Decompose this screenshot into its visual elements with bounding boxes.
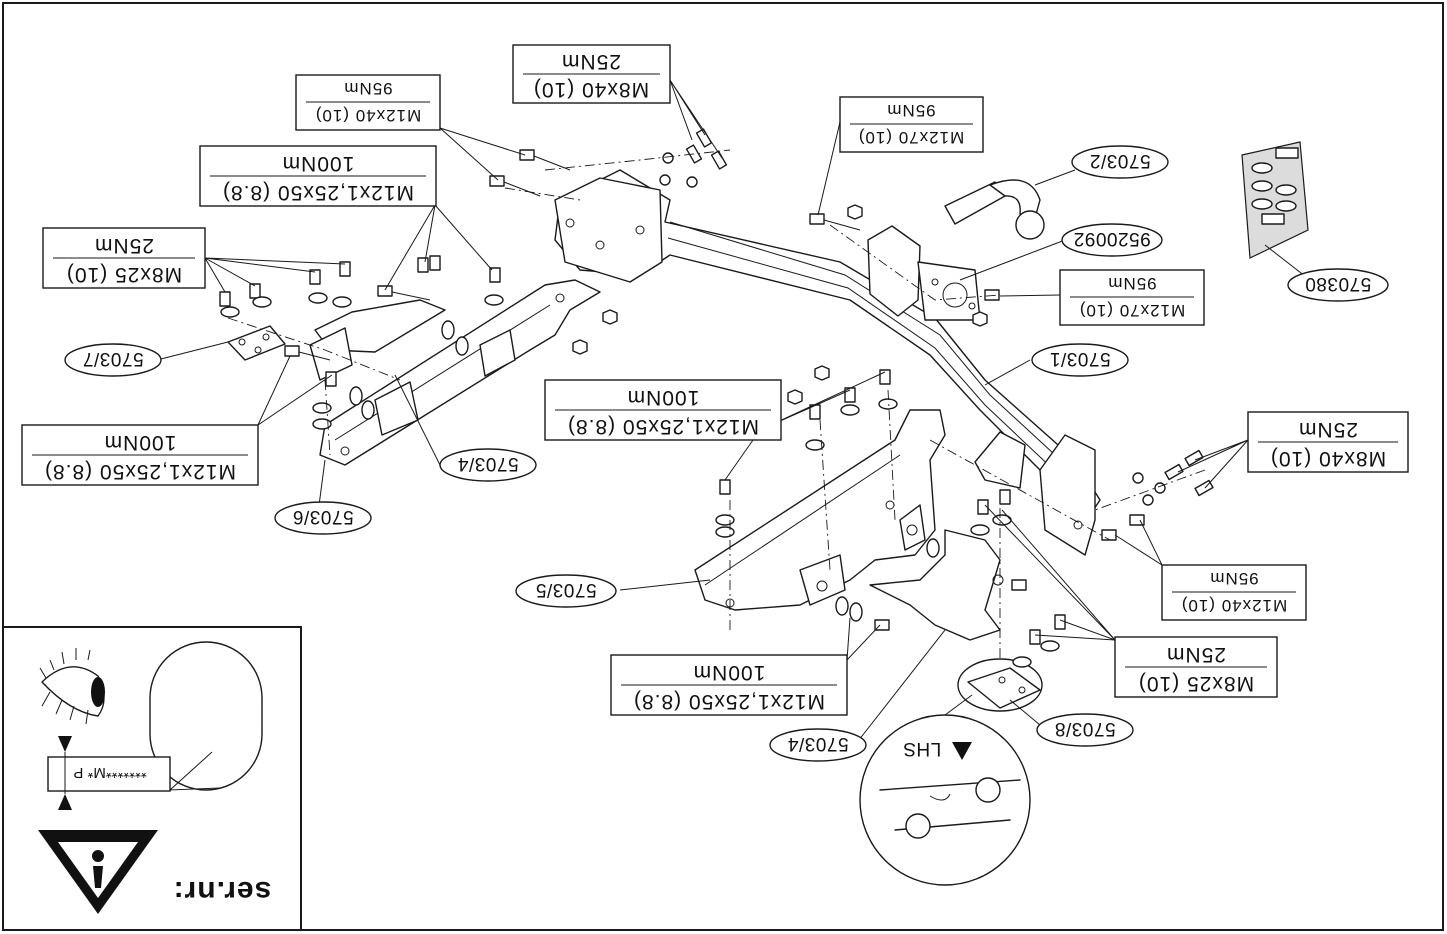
- spec-label-m12x125-left: M12x1,25x50 (8.8) 100Nm: [199, 145, 437, 207]
- spec-m12x70-right-line1: M12x70 (10): [1079, 301, 1185, 320]
- bracket-5703-4-bottom: [869, 529, 1004, 641]
- part-tag-5703-2: 5703/2: [1071, 145, 1169, 179]
- part-tag-5703-4-bottom: 5703/4: [769, 728, 867, 762]
- part-tag-5703-4-left: 5703/4: [439, 448, 537, 482]
- spec-label-m12x40-right: M12x40 (10) 95Nm: [1161, 564, 1307, 621]
- spec-m8x40-right-line2: 25Nm: [1298, 418, 1358, 441]
- spec-m12x125-center-line1: M12x1,25x50 (8.8): [567, 415, 759, 438]
- serial-plate-value: *******M* P: [73, 764, 146, 781]
- spec-label-m12x125-center: M12x1,25x50 (8.8) 100Nm: [544, 379, 782, 441]
- part-tag-5703-7: 5703/7: [64, 343, 162, 377]
- part-tag-5703-1: 5703/1: [1031, 343, 1129, 377]
- lhs-detail-label: LHS: [903, 738, 941, 759]
- spec-m8x25-left-line1: M8x25 (10): [66, 263, 182, 286]
- plate-5703-7: [227, 325, 286, 361]
- spec-m12x125-left-line1: M12x1,25x50 (8.8): [222, 181, 414, 204]
- spec-m8x25-right-line1: M8x25 (10): [1138, 672, 1254, 695]
- tag-5703-4-bottom-text: 5703/4: [787, 733, 848, 754]
- spec-m12x40-right-line2: 95Nm: [1209, 569, 1258, 588]
- bracket-5703-4-left: [309, 299, 446, 381]
- serial-number-text: ser.nr:: [173, 875, 272, 908]
- spec-m12x125-lowleft-line2: 100Nm: [104, 431, 177, 454]
- tag-5703-2-text: 5703/2: [1089, 150, 1150, 171]
- part-tag-5703-5: 5703/5: [515, 574, 617, 608]
- tag-9520092-text: 9520092: [1073, 228, 1150, 249]
- tag-5703-1-text: 5703/1: [1049, 348, 1110, 369]
- spec-label-m8x25-left: M8x25 (10) 25Nm: [42, 227, 206, 289]
- spec-m12x40-top-line2: 95Nm: [343, 79, 392, 98]
- spec-m8x40-top-line2: 25Nm: [561, 50, 621, 73]
- tag-5703-4-left-text: 5703/4: [457, 453, 518, 474]
- spec-m12x40-right-line1: M12x40 (10): [1181, 596, 1287, 615]
- spec-m12x125-bottom-line1: M12x1,25x50 (8.8): [633, 690, 825, 713]
- towball-5703-2: [944, 179, 1045, 240]
- tag-5703-6-text: 5703/6: [292, 506, 353, 527]
- eye-icon: [39, 648, 105, 725]
- spec-m12x125-bottom-line2: 100Nm: [693, 661, 766, 684]
- speech-bubble: [149, 641, 263, 791]
- bracket-570380: [1241, 141, 1309, 259]
- spec-label-m12x40-top: M12x40 (10) 95Nm: [295, 74, 441, 131]
- spec-m12x125-lowleft-line1: M12x1,25x50 (8.8): [44, 460, 236, 483]
- tag-5703-8-text: 5703/8: [1054, 718, 1115, 739]
- spec-m12x70-right-line2: 95Nm: [1107, 274, 1156, 293]
- fasteners: [219, 128, 1214, 668]
- spec-m12x70-top-line2: 95Nm: [886, 101, 935, 120]
- assembly-axis-lines: [227, 149, 1206, 660]
- spec-label-m8x40-right: M8x40 (10) 25Nm: [1247, 411, 1409, 473]
- spec-m8x40-top-line1: M8x40 (10): [533, 78, 649, 101]
- spec-label-m12x70-right: M12x70 (10) 95Nm: [1059, 269, 1205, 326]
- tag-5703-5-text: 5703/5: [535, 579, 596, 600]
- part-tag-9520092: 9520092: [1061, 223, 1163, 257]
- spec-label-m8x40-top: M8x40 (10) 25Nm: [512, 44, 671, 104]
- spec-m12x70-top-line1: M12x70 (10): [858, 128, 964, 147]
- info-warning-icon: [38, 830, 158, 914]
- spec-label-m12x125-bottom: M12x1,25x50 (8.8) 100Nm: [610, 654, 848, 716]
- legend-box: [2, 626, 302, 931]
- spec-label-m8x25-right: M8x25 (10) 25Nm: [1114, 636, 1278, 698]
- main-crossbar-5703-1: [554, 169, 1101, 556]
- part-tag-570380: 570380: [1287, 268, 1389, 302]
- part-tag-5703-8: 5703/8: [1036, 713, 1134, 747]
- spec-m12x125-left-line2: 100Nm: [282, 152, 355, 175]
- spec-m12x40-top-line1: M12x40 (10): [315, 106, 421, 125]
- serial-plate: [47, 736, 171, 810]
- side-bracket-5703-6: [319, 279, 601, 466]
- tag-5703-7-text: 5703/7: [82, 348, 143, 369]
- spec-m12x125-center-line2: 100Nm: [627, 386, 700, 409]
- spec-label-m12x125-lowleft: M12x1,25x50 (8.8) 100Nm: [21, 424, 259, 486]
- spec-label-m12x70-top: M12x70 (10) 95Nm: [839, 96, 984, 153]
- leader-lines: [156, 79, 1311, 746]
- lhs-detail-circle: [859, 714, 1031, 886]
- spec-m8x25-left-line2: 25Nm: [94, 234, 154, 257]
- plate-5703-8: [957, 658, 1043, 712]
- spec-m8x25-right-line2: 25Nm: [1166, 643, 1226, 666]
- tag-570380-text: 570380: [1305, 273, 1371, 294]
- part-tag-5703-6: 5703/6: [274, 501, 372, 535]
- spec-m8x40-right-line1: M8x40 (10): [1270, 447, 1386, 470]
